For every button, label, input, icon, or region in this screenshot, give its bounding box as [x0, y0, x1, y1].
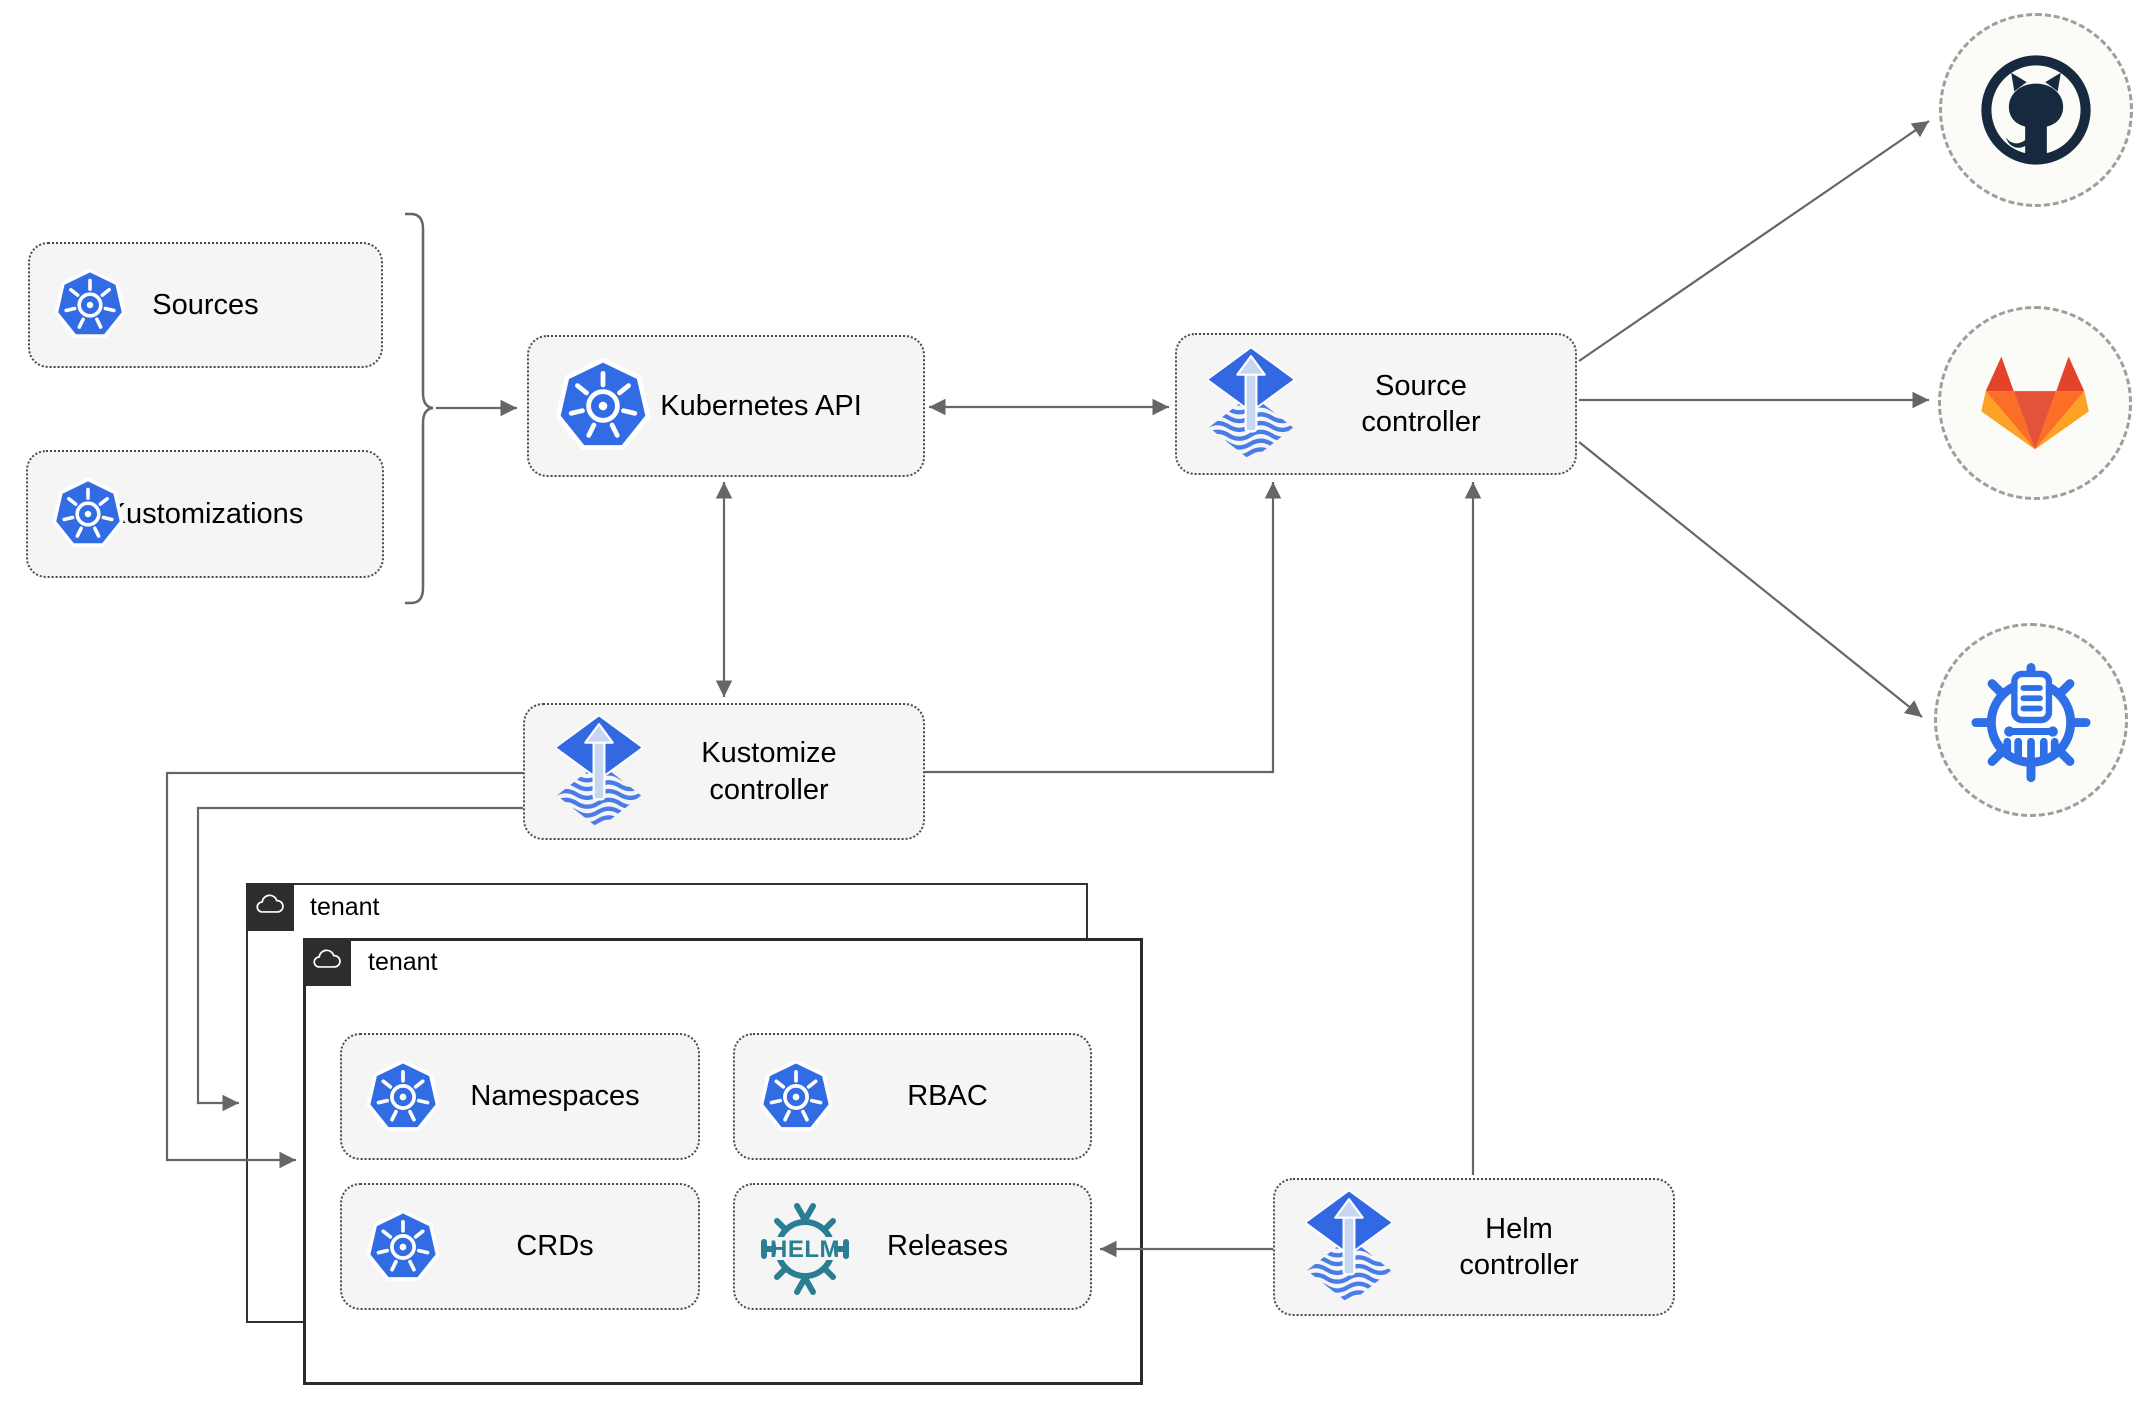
rbac-label: RBAC — [907, 1080, 988, 1113]
gitlab-icon — [1981, 355, 2089, 449]
kustomizations-box: Kustomizations — [26, 450, 384, 578]
kubernetes-icon — [759, 1059, 833, 1131]
crds-box: CRDs — [340, 1183, 700, 1310]
flux-icon — [1305, 1190, 1393, 1302]
helm-icon: HELM — [761, 1202, 849, 1295]
arrow-kustomize-to-source — [925, 482, 1282, 774]
cloud-tab — [246, 883, 294, 931]
source-controller-box: Source controller — [1175, 333, 1577, 475]
tenant-label: tenant — [310, 893, 380, 921]
kustomize-controller-label: Kustomize controller — [701, 737, 837, 806]
sources-box: Sources — [28, 242, 383, 368]
github-repository-node — [1939, 13, 2133, 207]
kustomizations-label: Kustomizations — [106, 497, 304, 530]
rbac-box: RBAC — [733, 1033, 1092, 1160]
kubernetes-icon — [366, 1059, 440, 1131]
cloud-tab — [303, 938, 351, 986]
sources-label: Sources — [152, 288, 259, 321]
tenant-label: tenant — [368, 948, 438, 976]
cloud-icon — [256, 894, 284, 913]
chartmuseum-repository-node — [1934, 623, 2128, 817]
helm-controller-box: Helm controller — [1273, 1178, 1675, 1316]
namespaces-label: Namespaces — [470, 1080, 640, 1113]
arrow-source-to-github — [1578, 120, 1930, 362]
kubernetes-api-label: Kubernetes API — [660, 389, 862, 422]
releases-box: HELM Releases — [733, 1183, 1092, 1310]
source-controller-label: Source controller — [1361, 369, 1481, 438]
kubernetes-icon — [555, 358, 651, 450]
arrow-source-to-chartmuseum — [1578, 441, 1923, 718]
helm-wordmark: HELM — [770, 1236, 840, 1263]
releases-label: Releases — [887, 1230, 1008, 1263]
tenant-container-front: tenant — [303, 938, 1143, 1385]
gitlab-repository-node — [1938, 306, 2132, 500]
kubernetes-icon — [54, 269, 126, 338]
cloud-icon — [313, 949, 341, 968]
github-icon — [1981, 55, 2091, 165]
brace-sources-group — [405, 212, 434, 605]
namespaces-box: Namespaces — [340, 1033, 700, 1160]
kubernetes-api-box: Kubernetes API — [527, 335, 925, 477]
chartmuseum-icon — [1971, 663, 2091, 783]
flux-icon — [1207, 347, 1295, 459]
helm-controller-label: Helm controller — [1459, 1212, 1579, 1281]
kubernetes-icon — [52, 478, 124, 547]
crds-label: CRDs — [516, 1230, 594, 1263]
kubernetes-icon — [366, 1209, 440, 1281]
kustomize-controller-box: Kustomize controller — [523, 703, 925, 840]
flux-icon — [555, 714, 643, 826]
